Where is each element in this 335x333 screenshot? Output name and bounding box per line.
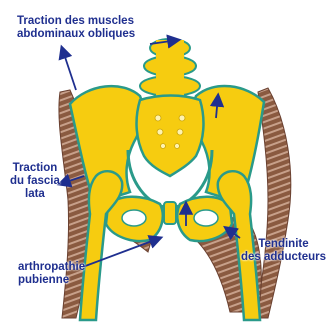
pubienne-label-line2: pubienne [18,274,85,287]
oblique-label-line1: Traction des muscles [17,15,135,28]
fascia-label-line3: lata [10,188,60,201]
fascia-label-line1: Traction [10,162,60,175]
fascia-label-line2: du fascia [10,175,60,188]
left-obturator-foramen [122,210,146,226]
pubienne-label-line1: arthropathie [18,261,85,274]
pubic-symphysis [164,202,176,224]
adductor-tendinitis-label: Tendinite des adducteurs [241,238,326,264]
sacrum [137,96,204,177]
pubic-arthropathy-label: arthropathie pubienne [18,261,85,287]
adducteurs-label-line1: Tendinite [241,238,326,251]
fascia-lata-label: Traction du fascia lata [10,162,60,201]
lumbar-vertebrae [140,39,200,96]
oblique-traction-arrow [62,48,76,90]
oblique-label-line2: abdominaux obliques [17,28,135,41]
adducteurs-label-line2: des adducteurs [241,251,326,264]
oblique-muscles-label: Traction des muscles abdominaux obliques [17,15,135,41]
right-obturator-foramen [194,210,218,226]
